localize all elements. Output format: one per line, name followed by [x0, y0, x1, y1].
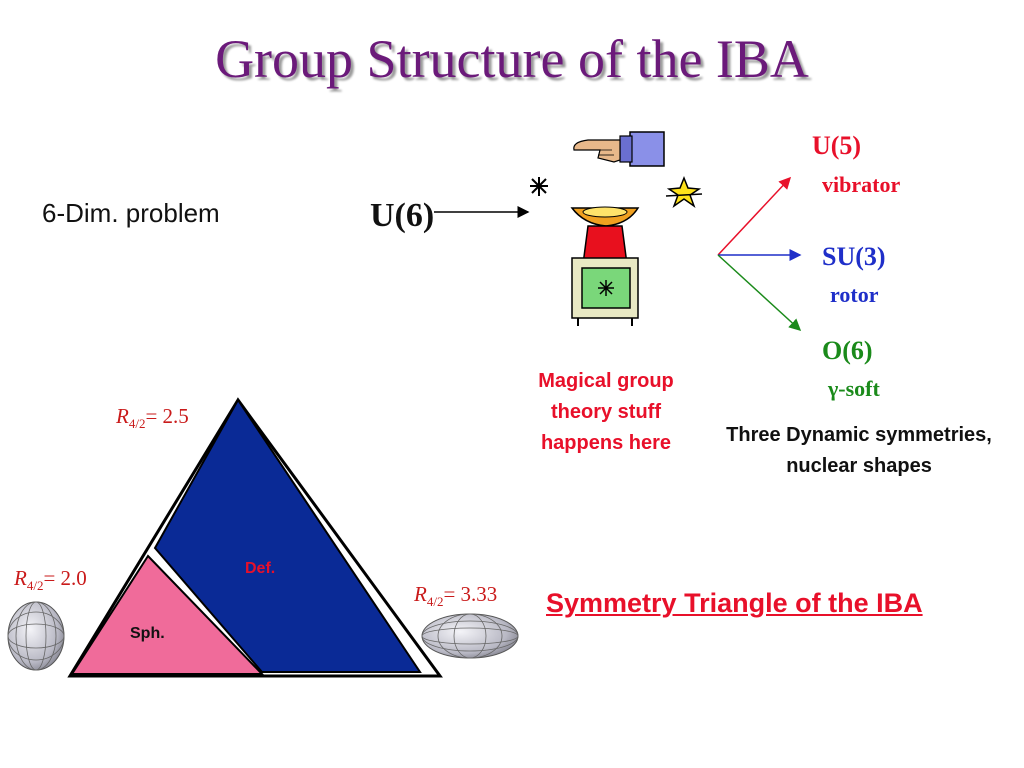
ratio-left-label: R4/2= 2.0	[14, 566, 87, 594]
ratio-symbol: R	[116, 404, 129, 428]
dynamic-caption: Three Dynamic symmetries, nuclear shapes	[704, 420, 1014, 482]
spherical-nucleus-icon	[7, 601, 65, 671]
ratio-subscript: 4/2	[426, 594, 444, 610]
u5-desc: vibrator	[822, 172, 901, 197]
ratio-top-label: R4/2= 2.5	[116, 404, 189, 432]
ratio-subscript: 4/2	[26, 578, 44, 594]
ratio-value: = 2.5	[145, 404, 189, 428]
magic-caption: Magical group theory stuff happens here	[520, 366, 692, 459]
ratio-symbol: R	[414, 582, 427, 606]
triangle-title: Symmetry Triangle of the IBA	[546, 588, 923, 618]
su3-label: SU(3)	[822, 242, 886, 271]
deformed-region	[153, 398, 422, 673]
magic-caption-line: happens here	[540, 432, 672, 454]
spherical-label: Sph.	[130, 625, 165, 642]
ratio-subscript: 4/2	[128, 416, 146, 432]
u5-label: U(5)	[812, 131, 862, 160]
ratio-symbol: R	[14, 566, 27, 590]
sparkle-icon	[530, 177, 548, 196]
deformed-nucleus-icon	[421, 613, 519, 659]
dynamic-caption-line: nuclear shapes	[786, 455, 932, 477]
magic-caption-line: theory stuff	[551, 401, 661, 423]
star-icon	[665, 175, 703, 208]
symmetry-triangle	[67, 397, 443, 678]
o6-desc: γ-soft	[828, 376, 880, 401]
pointing-hand-icon	[573, 131, 665, 167]
ratio-right-label: R4/2= 3.33	[414, 582, 497, 610]
o6-arrow	[717, 254, 802, 332]
u6-label: U(6)	[370, 197, 435, 234]
spherical-region	[70, 554, 265, 675]
dynamic-caption-line: Three Dynamic symmetries,	[726, 424, 992, 446]
u5-arrow	[717, 176, 792, 256]
triangle-outline	[67, 397, 443, 678]
page-title: Group Structure of the IBA	[215, 29, 809, 89]
problem-label: 6-Dim. problem	[42, 198, 220, 228]
ratio-value: = 3.33	[443, 582, 498, 606]
magic-caption-line: Magical group	[538, 370, 674, 392]
o6-label: O(6)	[822, 336, 873, 365]
su3-desc: rotor	[830, 282, 879, 307]
ratio-value: = 2.0	[43, 566, 87, 590]
magic-box-icon	[570, 206, 640, 326]
deformed-label: Def.	[245, 560, 276, 577]
